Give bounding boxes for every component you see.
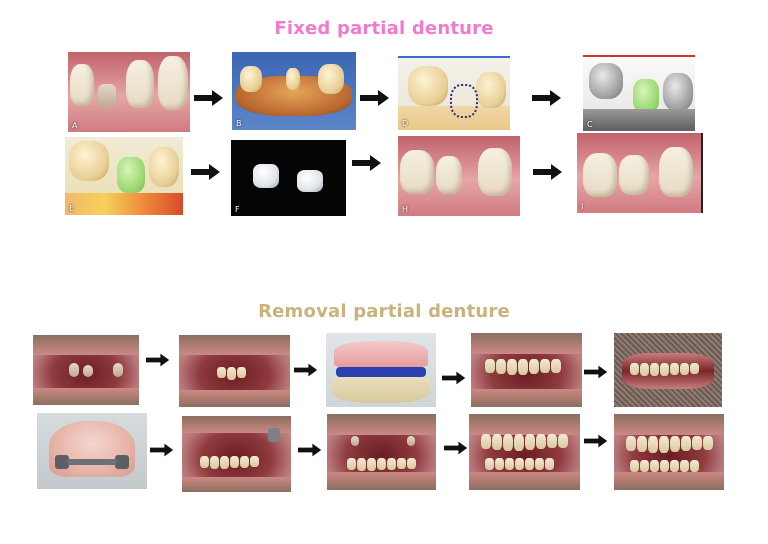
arrow-right-icon (360, 89, 390, 107)
removal-photo-7 (182, 416, 291, 492)
fixed-photo-e: E (65, 137, 183, 215)
arrow-right-icon (533, 163, 563, 181)
arrow-right-icon (194, 89, 224, 107)
removal-photo-9 (469, 414, 580, 490)
removal-photo-8 (327, 414, 436, 490)
panel-label-i: I (581, 202, 584, 211)
fixed-photo-c: C (583, 55, 695, 131)
arrow-right-icon (584, 433, 608, 449)
panel-label-f: F (235, 205, 240, 214)
arrow-right-icon (294, 362, 318, 378)
panel-label-e: E (69, 204, 75, 213)
removal-photo-3 (326, 333, 436, 407)
arrow-right-icon (444, 440, 468, 456)
arrow-right-icon (352, 154, 382, 172)
removal-photo-1 (33, 335, 139, 405)
arrow-right-icon (442, 370, 466, 386)
panel-label-b: B (236, 119, 242, 128)
fixed-photo-h: H (398, 136, 520, 216)
arrow-right-icon (584, 364, 608, 380)
removal-photo-2 (179, 335, 290, 407)
arrow-right-icon (146, 352, 170, 368)
removal-partial-denture-title: Removal partial denture (258, 301, 510, 322)
panel-label-d: D (402, 119, 409, 128)
fixed-photo-b: B (232, 52, 356, 130)
panel-label-h: H (402, 205, 409, 214)
fixed-photo-f: F (231, 140, 346, 216)
removal-photo-5 (614, 333, 722, 407)
arrow-right-icon (532, 89, 562, 107)
removal-photo-4 (471, 333, 582, 407)
arrow-right-icon (191, 163, 221, 181)
removal-photo-10 (614, 414, 724, 490)
fixed-partial-denture-title: Fixed partial denture (274, 18, 494, 39)
panel-label-a: A (72, 121, 78, 130)
arrow-right-icon (150, 442, 174, 458)
fixed-photo-a: A (68, 52, 190, 132)
arrow-right-icon (298, 442, 322, 458)
fixed-photo-d: D (398, 56, 510, 130)
removal-photo-6 (37, 413, 147, 489)
panel-label-c: C (587, 120, 593, 129)
fixed-photo-i: I (577, 133, 703, 213)
